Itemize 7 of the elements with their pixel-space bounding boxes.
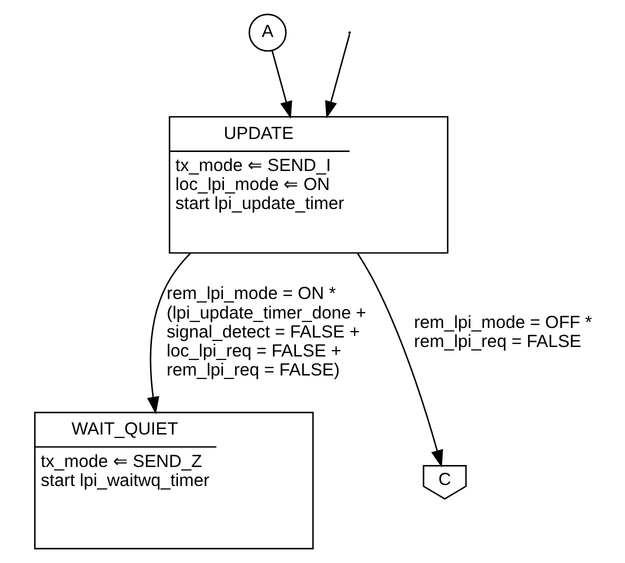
edge-label: rem_lpi_mode = OFF * rem_lpi_req = FALSE — [414, 312, 592, 351]
arrow — [356, 252, 443, 468]
arrow — [146, 252, 190, 414]
node-circle: A — [248, 14, 286, 52]
arrow — [324, 34, 350, 119]
edge-label: rem_lpi_mode = ON * (lpi_update_timer_done + signal_detect = FALSE + loc_lpi_req = FALSE + rem_lpi_req = FALSE) — [166, 283, 366, 380]
arrow — [270, 50, 292, 119]
